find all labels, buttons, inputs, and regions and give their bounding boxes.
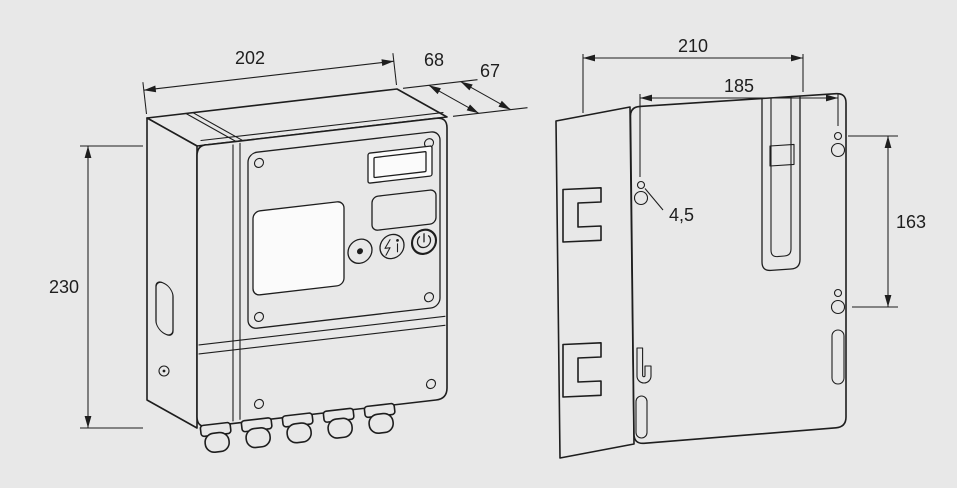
door-seam-top-1	[185, 112, 237, 143]
dimension-label: 210	[678, 36, 708, 56]
flash-info-icon	[384, 239, 391, 256]
cover-groove-line-2	[198, 324, 446, 355]
side-screw-center	[162, 369, 166, 373]
control-panel-frame	[247, 131, 441, 329]
button-ring	[410, 228, 438, 255]
dimension-line	[460, 81, 511, 111]
mounting-hole-icon	[833, 288, 843, 298]
side-face	[555, 106, 635, 459]
power-icon	[416, 233, 432, 249]
extension-line	[142, 82, 148, 115]
dimension-label: 202	[235, 48, 265, 68]
dimension-hole-diameter: 4,5	[644, 188, 694, 225]
cable-gland	[363, 402, 396, 435]
mounting-keyhole-bottom-right	[830, 288, 846, 315]
mounting-hole-icon	[833, 131, 843, 141]
enclosure-front-view: 202 68 67 230	[49, 48, 528, 454]
screw-icon	[253, 311, 265, 323]
extension-line	[392, 53, 398, 86]
dot-icon	[357, 248, 363, 255]
cable-gland	[240, 417, 273, 449]
side-screw-icon	[158, 365, 170, 377]
mounting-clip-bottom	[562, 342, 602, 398]
dimension-width-202: 202	[142, 48, 398, 115]
rear-face	[629, 92, 847, 445]
bracket-tongue	[769, 143, 795, 167]
dimension-label: 230	[49, 277, 79, 297]
dimension-hole-spacing-185: 185	[639, 76, 839, 177]
channel-inner	[770, 96, 792, 258]
cable-glands	[199, 402, 396, 454]
left-side-face	[146, 117, 198, 429]
enclosure-rear-view: 210 185 4,5 163	[555, 36, 926, 459]
cable-gland	[281, 412, 314, 444]
extension-line	[452, 107, 528, 117]
dimension-label: 68	[424, 50, 444, 70]
cable-gland	[322, 407, 355, 439]
dimension-line	[428, 84, 480, 114]
screw-icon	[253, 398, 265, 410]
leader-line	[644, 188, 664, 211]
bracket-channel	[761, 95, 801, 272]
lcd-window	[367, 145, 433, 184]
side-label-slot	[155, 281, 174, 336]
mounting-clip-top	[562, 187, 602, 243]
dimension-label: 163	[896, 212, 926, 232]
dimension-label: 67	[480, 61, 500, 81]
vent-slot	[635, 395, 648, 439]
mounting-keyhole-top-right	[830, 131, 846, 158]
button-ring	[347, 238, 373, 264]
top-edge-seam	[200, 112, 444, 142]
lcd-display	[373, 151, 427, 179]
cable-hook	[636, 347, 652, 384]
vent-slot	[831, 329, 845, 385]
mounting-keyhole-left	[633, 180, 649, 206]
side-face-details	[155, 281, 174, 336]
front-panel-details	[198, 131, 446, 422]
dimension-width-210: 210	[582, 36, 804, 113]
reset-button	[347, 238, 373, 264]
dimension-depth-68-67: 68 67	[402, 50, 528, 117]
display-window	[252, 201, 345, 296]
mounting-hole-icon	[830, 142, 846, 158]
mounting-hole-icon	[636, 180, 646, 190]
info-button	[379, 233, 405, 260]
power-button	[410, 228, 438, 255]
dimension-height-230: 230	[49, 145, 143, 429]
wall-mounting-clips	[562, 187, 602, 398]
extension-line	[402, 79, 478, 89]
cover-groove-line-1	[198, 315, 446, 346]
info-dot	[396, 238, 399, 242]
dimension-line	[143, 59, 394, 93]
screw-icon	[425, 378, 437, 390]
type-label-plate	[371, 189, 437, 231]
dimension-label: 185	[724, 76, 754, 96]
screw-icon	[423, 292, 435, 303]
door-seam-top-2	[192, 112, 244, 142]
button-ring	[379, 233, 405, 260]
mounting-hole-icon	[830, 299, 846, 315]
page-bottom-strip	[0, 488, 957, 500]
dimension-hole-spacing-163: 163	[848, 135, 926, 308]
dimension-label: 4,5	[669, 205, 694, 225]
channel-outer	[761, 95, 801, 272]
mounting-hole-icon	[633, 190, 649, 206]
cable-gland	[199, 421, 232, 454]
screw-icon	[253, 157, 265, 169]
